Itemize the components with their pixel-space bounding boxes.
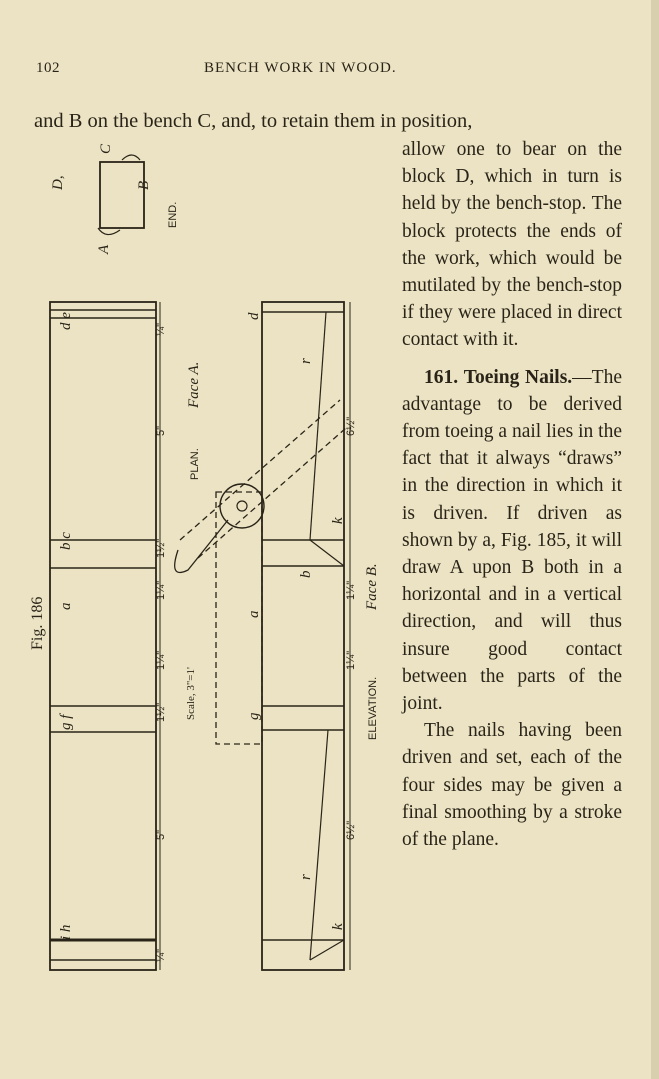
svg-text:d e: d e — [58, 312, 74, 330]
svg-text:1¼": 1¼" — [155, 651, 167, 670]
end-letter-a: A — [96, 244, 112, 255]
svg-text:¼": ¼" — [155, 323, 167, 336]
svg-text:b c: b c — [58, 532, 74, 550]
face-a-label: Face A. — [186, 362, 202, 409]
svg-text:k: k — [330, 923, 346, 930]
text-column: allow one to bear on the block D, which … — [402, 136, 622, 853]
scale-label: Scale, 3"=1' — [185, 667, 197, 720]
figure-186: D, B A C d e b c a g f i h d a g r r b k… — [28, 140, 398, 990]
opening-line: and B on the bench C, and, to retain the… — [34, 110, 473, 132]
svg-text:d: d — [246, 312, 262, 320]
section-number: 161. — [424, 366, 459, 388]
svg-text:1¼": 1¼" — [345, 581, 357, 600]
page-edge — [651, 0, 659, 1079]
paragraph-block-protects: allow one to bear on the block D, which … — [402, 139, 622, 351]
svg-text:a: a — [246, 611, 262, 619]
svg-text:b: b — [298, 570, 314, 578]
svg-text:6½": 6½" — [345, 821, 357, 840]
plan-label: PLAN. — [189, 448, 201, 480]
svg-text:6½": 6½" — [345, 417, 357, 436]
svg-text:g f: g f — [58, 713, 74, 730]
paragraph-toeing-nails: —The advantage to be derived from toeing… — [402, 366, 622, 715]
svg-text:r: r — [298, 874, 314, 880]
running-title: BENCH WORK IN WOOD. — [204, 60, 397, 76]
end-letter-c: C — [98, 143, 114, 154]
svg-text:k: k — [330, 517, 346, 524]
page-number: 102 — [36, 60, 60, 76]
end-view-block — [99, 161, 145, 229]
svg-text:¼": ¼" — [155, 949, 167, 962]
elevation-outline — [261, 301, 345, 971]
end-letter-d: D, — [50, 175, 66, 191]
svg-text:1¼": 1¼" — [345, 651, 357, 670]
svg-text:1¼": 1¼" — [155, 581, 167, 600]
end-letter-b: B — [136, 181, 152, 190]
paragraph-final-smoothing: The nails having been driven and set, ea… — [402, 720, 622, 851]
end-label: END. — [167, 202, 179, 228]
svg-text:5": 5" — [155, 426, 167, 436]
plan-outline — [49, 301, 157, 971]
svg-text:r: r — [298, 358, 314, 364]
figure-drawing: D, B A C d e b c a g f i h d a g r r b k… — [29, 143, 380, 971]
svg-text:i h: i h — [58, 925, 74, 940]
figure-number: Fig. 186 — [29, 597, 46, 650]
svg-text:a: a — [58, 603, 74, 611]
face-b-label: Face B. — [364, 563, 380, 611]
section-title: Toeing Nails. — [463, 366, 573, 388]
svg-text:1½": 1½" — [155, 539, 167, 558]
svg-text:5": 5" — [155, 830, 167, 840]
svg-text:1½": 1½" — [155, 703, 167, 722]
elevation-label: ELEVATION. — [367, 677, 379, 740]
svg-text:g: g — [246, 712, 262, 720]
section-heading-paragraph: 161. Toeing Nails.—The advantage to be d… — [402, 364, 622, 718]
